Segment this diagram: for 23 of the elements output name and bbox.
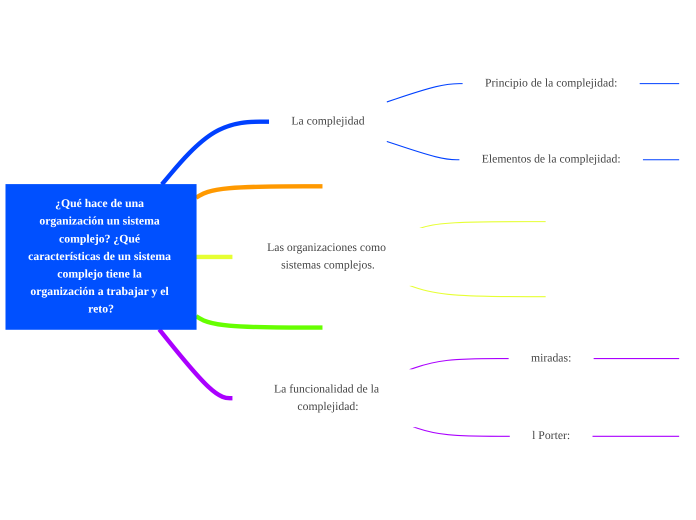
node-text: l Porter:	[532, 430, 570, 442]
connector	[412, 426, 510, 437]
node-box: ¿Qué hace de una organización un sistema complejo? ¿Qué características de un sistema complejo tiene la organización a trabajar y el reto?	[6, 184, 197, 330]
connector	[409, 285, 546, 298]
connector	[420, 221, 546, 229]
connector	[158, 328, 233, 400]
connector	[386, 83, 463, 103]
node-text: Las organizaciones como sistemas complejos.	[267, 242, 386, 272]
connector	[592, 436, 680, 437]
connector	[386, 140, 460, 160]
connector	[195, 184, 322, 200]
connector	[639, 83, 680, 84]
connector	[409, 358, 510, 370]
connector	[160, 120, 270, 186]
connector	[195, 314, 322, 330]
node-text: miradas:	[530, 352, 572, 364]
node-text: Principio de la complejidad:	[484, 77, 618, 90]
connector	[593, 358, 680, 360]
connector	[196, 254, 233, 260]
connector	[642, 159, 680, 160]
node-text: Elementos de la complejidad:	[482, 153, 621, 166]
node-text: La funcionalidad de la complejidad:	[274, 382, 380, 413]
node-text: La complejidad	[291, 115, 365, 128]
